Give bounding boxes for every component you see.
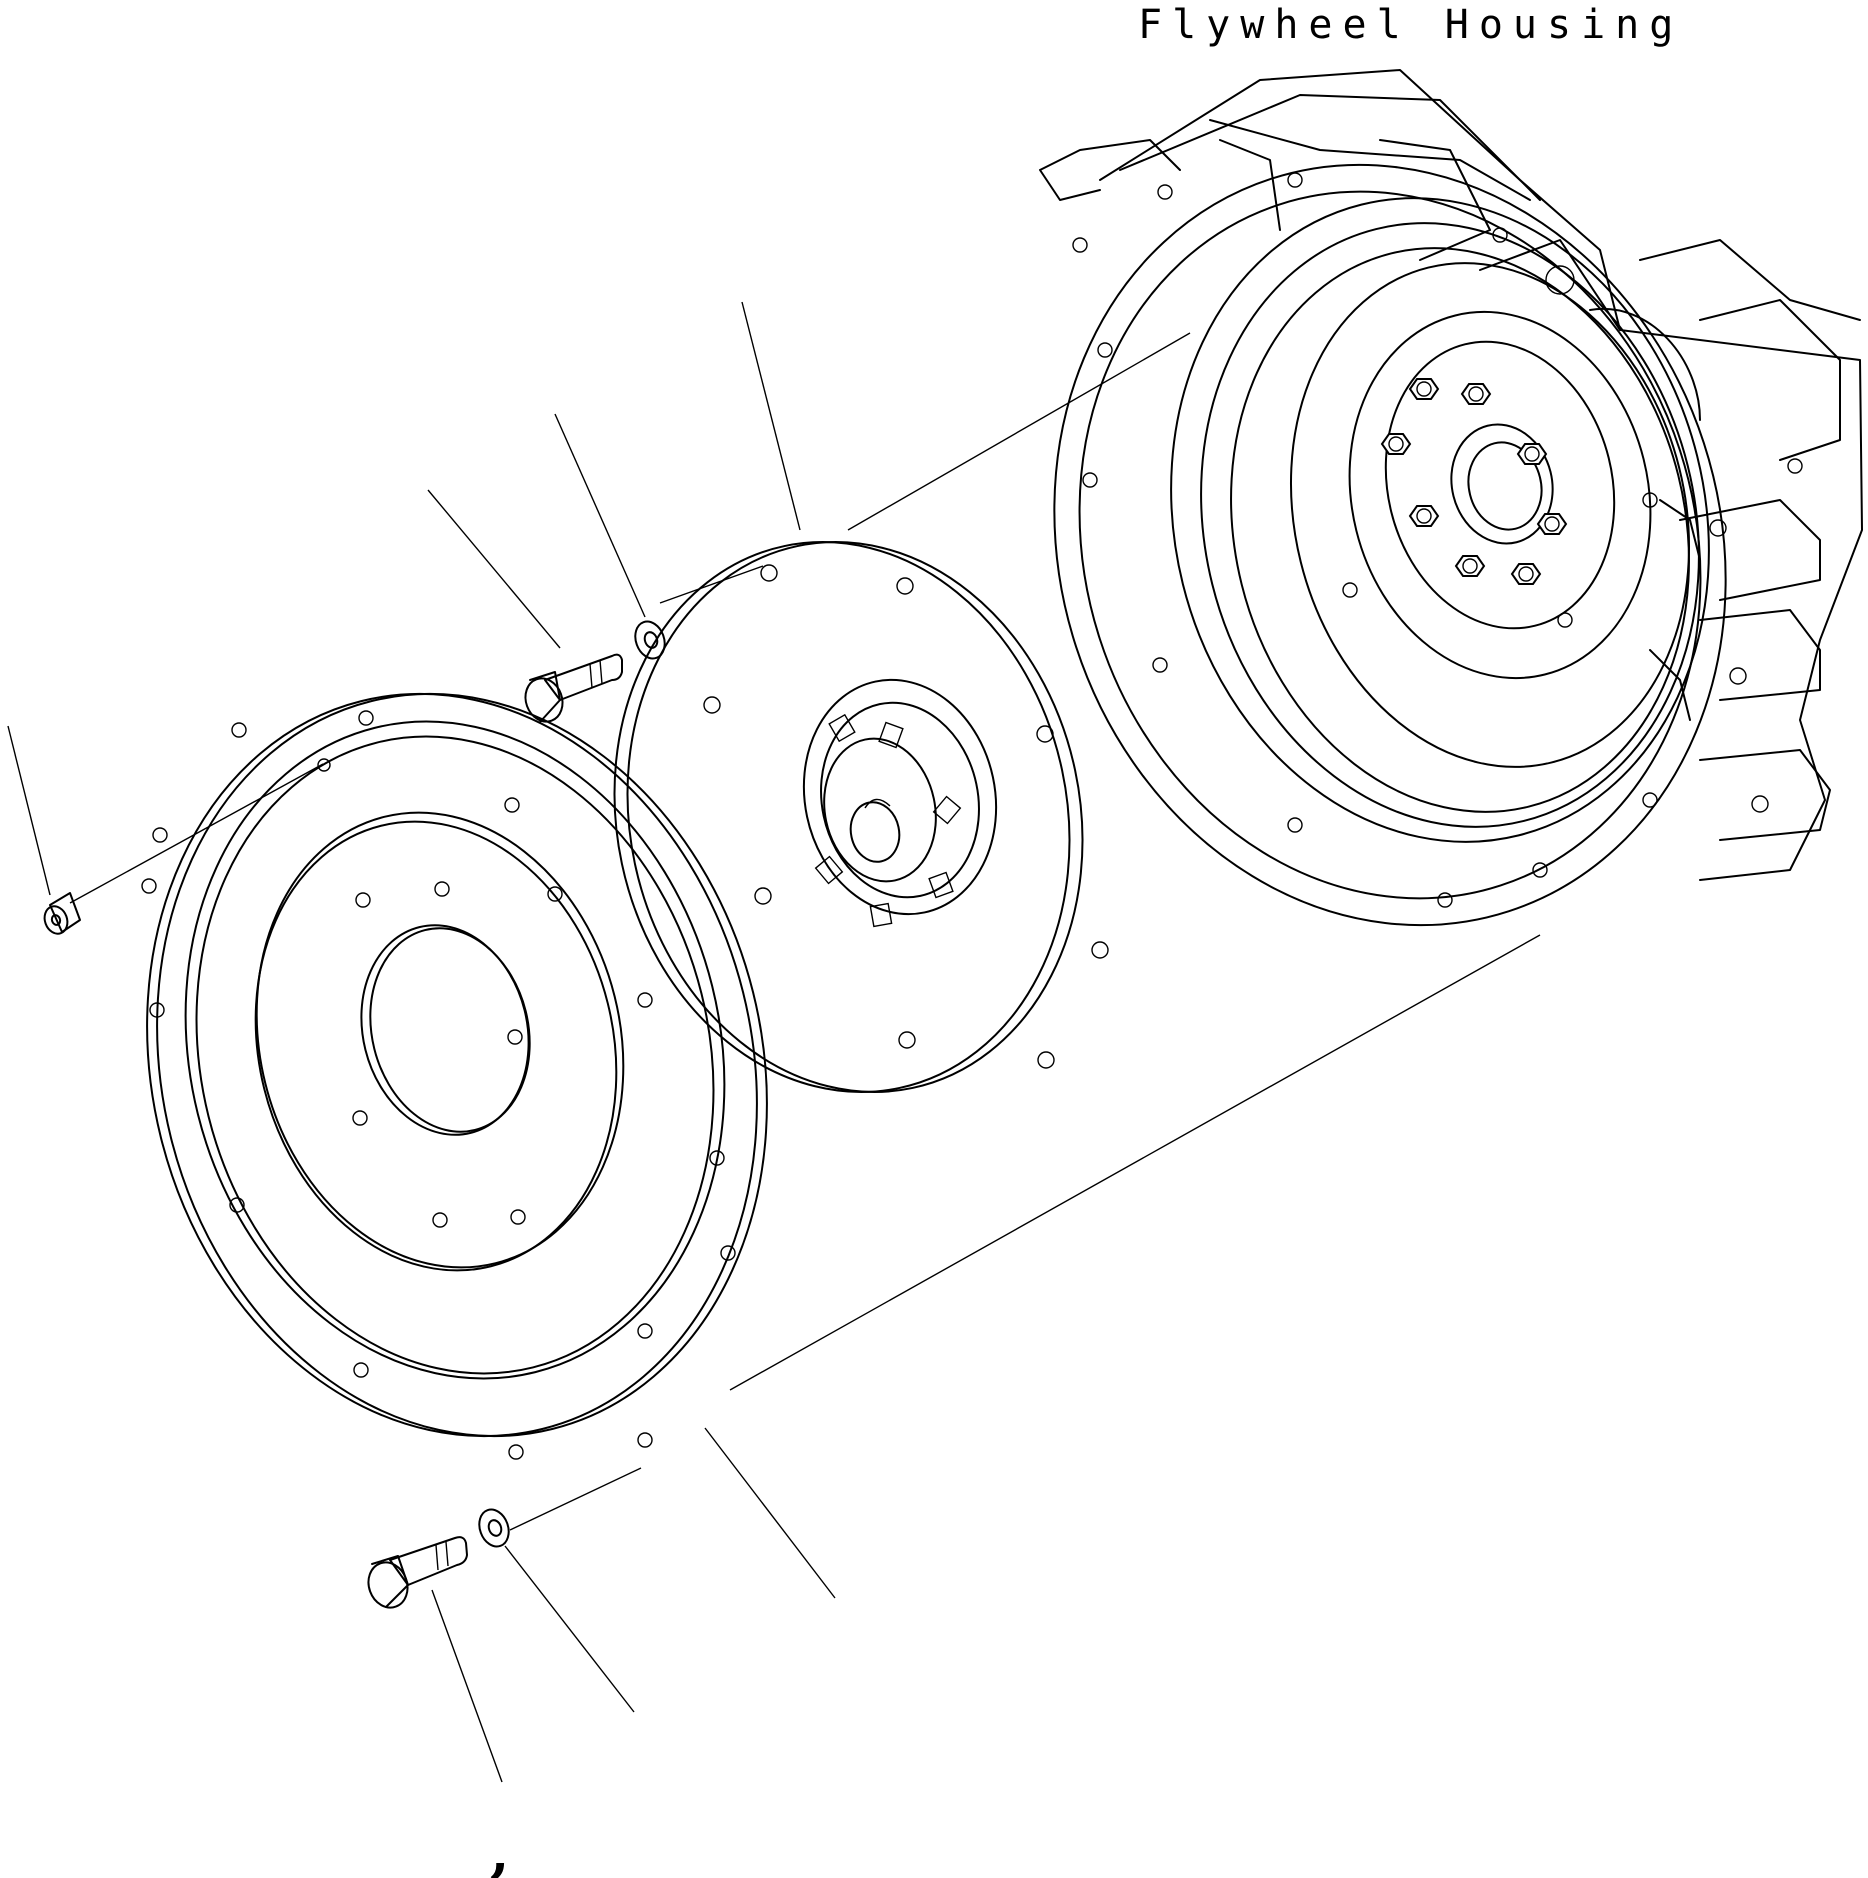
flex-plate (613, 541, 1109, 1093)
lower-bolt (367, 1536, 468, 1609)
cover-plate (141, 692, 768, 1460)
dowel-pin (43, 892, 81, 935)
flywheel-housing-label: Flywheel Housing (1138, 2, 1683, 48)
upper-bolt (524, 653, 623, 723)
lower-washer (478, 1508, 510, 1548)
flywheel-housing (1039, 69, 1863, 927)
upper-washer (634, 620, 666, 660)
bottom-mark: , (490, 1820, 510, 1878)
assembly-guide-lines (69, 332, 1541, 1531)
callout-leaders (7, 301, 836, 1783)
